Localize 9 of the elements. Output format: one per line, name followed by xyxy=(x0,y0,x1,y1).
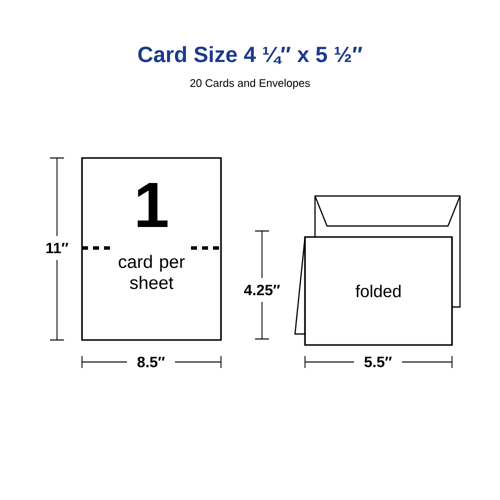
title: Card Size 4 ¼″ x 5 ½″ xyxy=(138,46,362,64)
dimension-label: 11″ xyxy=(46,242,68,254)
big-number: 1 xyxy=(138,182,168,228)
subtitle: 20 Cards and Envelopes xyxy=(190,78,310,90)
sheet-caption: card per sheet xyxy=(118,254,185,290)
folded-card-drawing: folded xyxy=(294,236,453,346)
dimension-label: 8.5″ xyxy=(137,356,165,368)
dimension-label: 4.25″ xyxy=(244,284,280,296)
sheet-box xyxy=(80,157,223,341)
